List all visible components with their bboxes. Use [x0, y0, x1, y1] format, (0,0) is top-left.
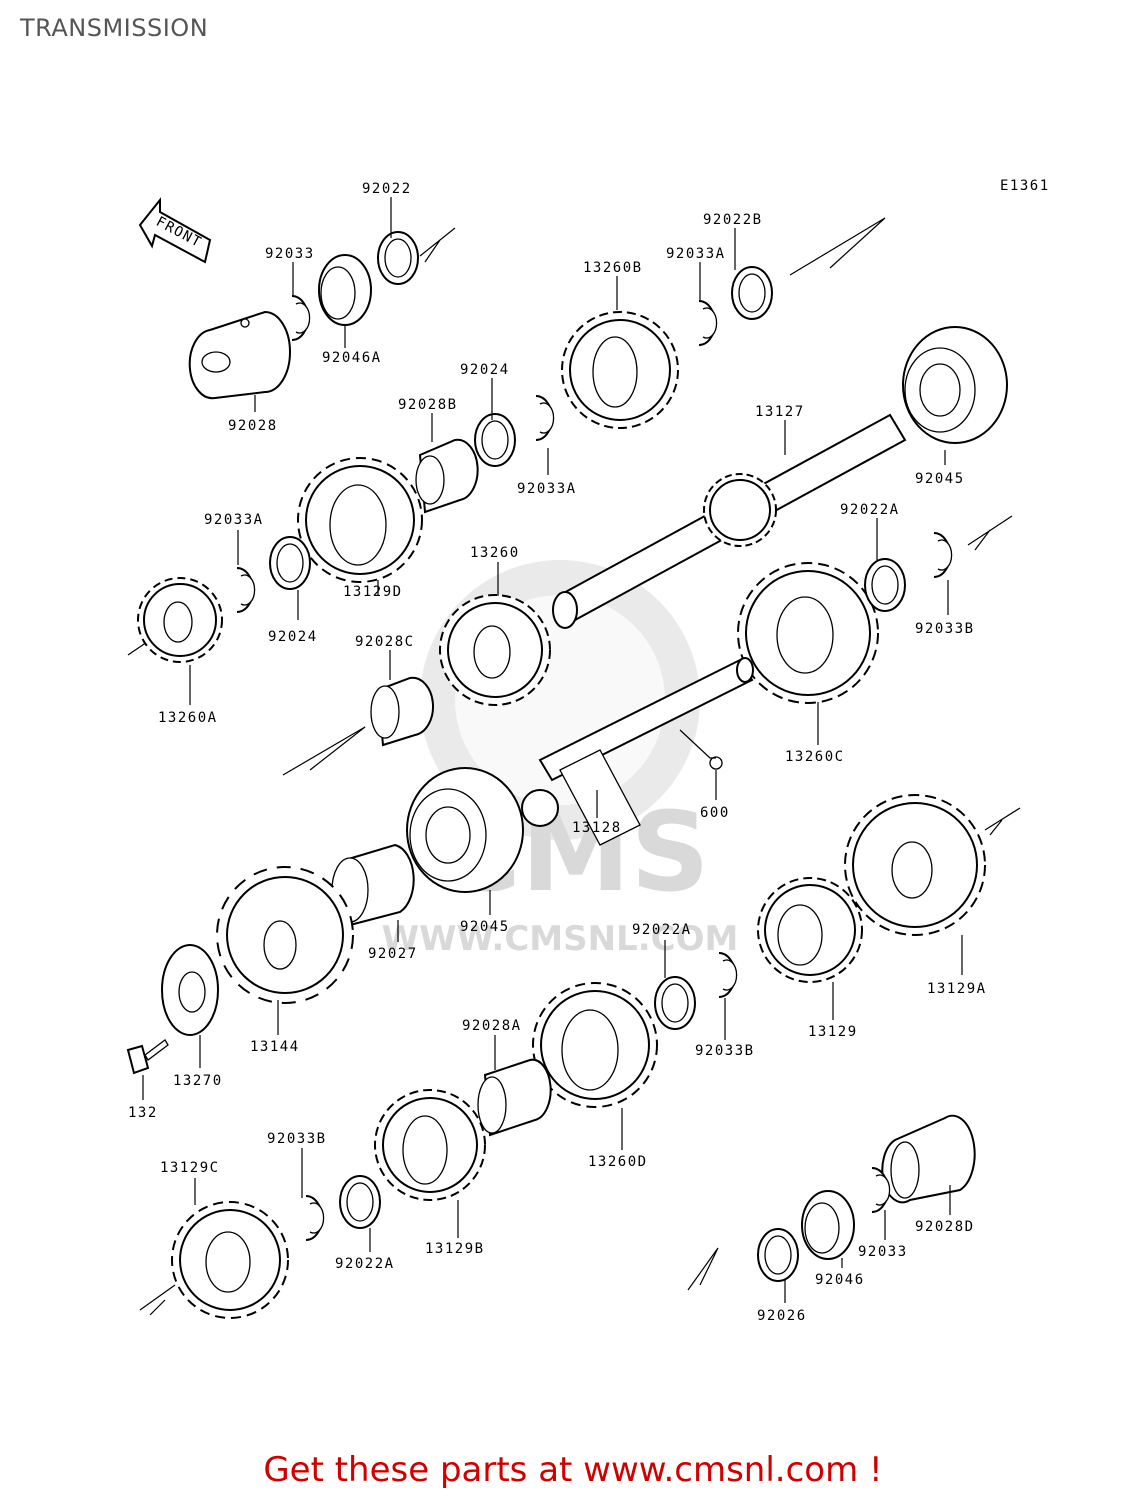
- leader-lines: [142, 197, 963, 1303]
- front-arrow-icon: FRONT: [138, 197, 212, 264]
- plate-13270: [161, 944, 219, 1036]
- shaft-13127: [552, 413, 907, 629]
- gear-13129D: [297, 457, 423, 583]
- label-92024-left: 92024: [268, 629, 318, 645]
- label-92045-mid: 92045: [460, 919, 510, 935]
- label-13260A: 13260A: [158, 710, 218, 726]
- label-13129A: 13129A: [927, 981, 987, 997]
- promo-link[interactable]: Get these parts at www.cmsnl.com !: [263, 1450, 883, 1490]
- label-13129C: 13129C: [160, 1160, 220, 1176]
- clip-92033B-mid: [718, 952, 738, 998]
- ring-92022A-right: [864, 558, 906, 612]
- bushing-92028B: [415, 438, 479, 514]
- label-92046A: 92046A: [322, 350, 382, 366]
- clip-92033A-mid: [535, 395, 555, 441]
- collar-92028D: [881, 1114, 976, 1204]
- label-92027: 92027: [368, 946, 418, 962]
- label-600: 600: [700, 805, 730, 821]
- bushing-92028A: [477, 1058, 552, 1137]
- bearing-92046A: [318, 254, 372, 326]
- bushing-92028C: [370, 676, 434, 747]
- page-title: TRANSMISSION: [20, 14, 209, 42]
- sleeve-92027: [331, 843, 415, 927]
- label-92028: 92028: [228, 418, 278, 434]
- bearing-92045-mid: [406, 767, 524, 893]
- label-92022A-mid: 92022A: [632, 922, 692, 938]
- label-92033: 92033: [265, 246, 315, 262]
- gear-13260A: [137, 577, 223, 663]
- label-13128: 13128: [572, 820, 622, 836]
- part-labels: 92022 92033 92046A 92028 92022B 92033A 1…: [128, 181, 987, 1324]
- diagram-code: E1361: [1000, 178, 1050, 194]
- parts-diagram: CMS WWW.CMSNL.COM FRONT E1361: [126, 178, 1050, 1324]
- label-92022A-low: 92022A: [335, 1256, 395, 1272]
- clip-92033B-low: [305, 1195, 325, 1241]
- collar-92028: [188, 310, 291, 400]
- label-92028D: 92028D: [915, 1219, 975, 1235]
- label-92022A-right: 92022A: [840, 502, 900, 518]
- ring-92022: [377, 231, 419, 285]
- label-13260C: 13260C: [785, 749, 845, 765]
- label-13270: 13270: [173, 1073, 223, 1089]
- bearing-92046: [801, 1190, 855, 1260]
- label-132: 132: [128, 1105, 158, 1121]
- gear-13129C: [171, 1201, 289, 1319]
- gear-13260B: [561, 311, 679, 429]
- label-92033B-mid: 92033B: [695, 1043, 755, 1059]
- label-92028B: 92028B: [398, 397, 458, 413]
- sprocket-13144: [216, 866, 354, 1004]
- clip-92033A-left: [236, 567, 256, 613]
- label-13129: 13129: [808, 1024, 858, 1040]
- label-92026: 92026: [757, 1308, 807, 1324]
- ring-92024-left: [269, 536, 311, 590]
- label-13144: 13144: [250, 1039, 300, 1055]
- label-92045-top: 92045: [915, 471, 965, 487]
- bolt-132: [126, 1039, 169, 1075]
- label-92033-low: 92033: [858, 1244, 908, 1260]
- label-92022B: 92022B: [703, 212, 763, 228]
- ring-92022B: [731, 266, 773, 320]
- gear-13260D: [532, 982, 658, 1108]
- clip-92033B-right: [933, 532, 953, 578]
- gear-13129: [757, 877, 863, 983]
- bearing-92045-top: [902, 326, 1008, 444]
- label-92033A-top: 92033A: [666, 246, 726, 262]
- label-92028C: 92028C: [355, 634, 415, 650]
- ring-92022A-low: [339, 1175, 381, 1229]
- label-92046: 92046: [815, 1272, 865, 1288]
- label-92033B-right: 92033B: [915, 621, 975, 637]
- clip-92033A-top: [698, 300, 718, 346]
- label-13129D: 13129D: [343, 584, 403, 600]
- label-13260D: 13260D: [588, 1154, 648, 1170]
- label-92033A-mid: 92033A: [517, 481, 577, 497]
- gear-13129A: [844, 794, 986, 936]
- label-13129B: 13129B: [425, 1241, 485, 1257]
- axis-lines: [127, 217, 1021, 1316]
- label-13260B: 13260B: [583, 260, 643, 276]
- ring-92024-top: [474, 413, 516, 467]
- ring-92022A-mid: [654, 976, 696, 1030]
- washer-92026: [757, 1228, 799, 1282]
- watermark-url: WWW.CMSNL.COM: [382, 919, 739, 959]
- label-13127: 13127: [755, 404, 805, 420]
- label-92033B-low: 92033B: [267, 1131, 327, 1147]
- gear-13260C: [737, 562, 879, 704]
- shaft-13128: [521, 657, 754, 846]
- label-92028A: 92028A: [462, 1018, 522, 1034]
- dot-600: [709, 756, 723, 770]
- label-92033A-left: 92033A: [204, 512, 264, 528]
- label-92024-top: 92024: [460, 362, 510, 378]
- clip-92033: [291, 295, 311, 341]
- gear-13260: [439, 594, 551, 706]
- label-13260: 13260: [470, 545, 520, 561]
- gear-13129B: [374, 1089, 486, 1201]
- label-92022: 92022: [362, 181, 412, 197]
